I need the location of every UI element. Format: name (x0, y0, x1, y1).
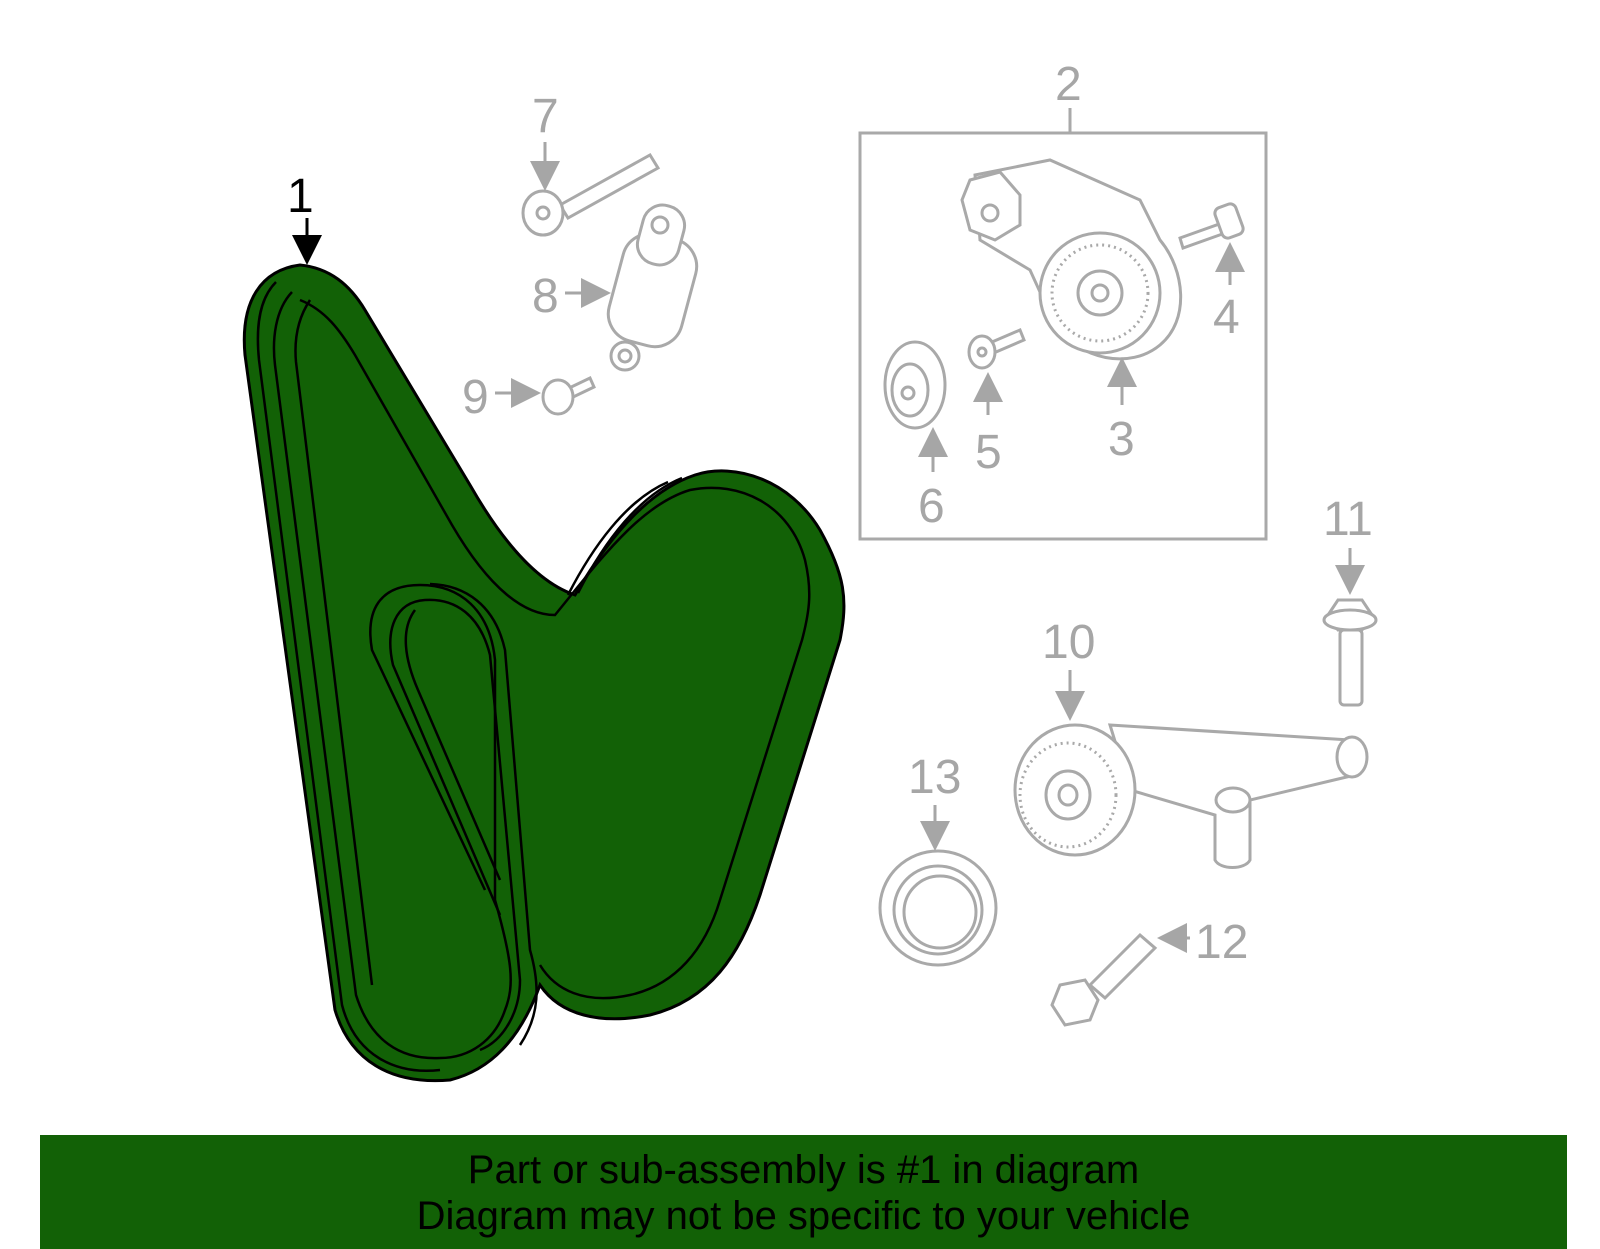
bolt-5[interactable] (967, 328, 1026, 370)
bolt-4[interactable] (1178, 202, 1245, 250)
callout-7: 7 (532, 90, 559, 143)
callout-10: 10 (1042, 616, 1095, 669)
banner-line-2: Diagram may not be specific to your vehi… (416, 1194, 1191, 1238)
banner-line-1: Part or sub-assembly is #1 in diagram (467, 1148, 1140, 1192)
bolt-7[interactable] (521, 152, 661, 237)
callout-4: 4 (1213, 291, 1240, 344)
callout-1: 1 (287, 170, 314, 223)
callout-13: 13 (908, 751, 961, 804)
callout-12: 12 (1195, 916, 1248, 969)
damper-8[interactable] (602, 201, 703, 372)
callout-2: 2 (1055, 58, 1082, 111)
idler-pulley-6[interactable] (883, 340, 947, 430)
tensioner-bracket-10[interactable] (1013, 723, 1369, 869)
tensioner-assembly[interactable] (960, 158, 1183, 361)
callout-9: 9 (462, 371, 489, 424)
callout-11: 11 (1323, 493, 1373, 546)
bolt-9[interactable] (541, 375, 596, 416)
info-banner: Part or sub-assembly is #1 in diagram Di… (40, 1135, 1567, 1249)
bolt-11[interactable] (1322, 598, 1378, 707)
serpentine-belt[interactable] (242, 263, 846, 1083)
callout-3: 3 (1108, 413, 1135, 466)
callout-8: 8 (532, 270, 559, 323)
bolt-12[interactable] (1050, 932, 1158, 1027)
idler-pulley-13[interactable] (878, 849, 998, 967)
callout-5: 5 (975, 426, 1002, 479)
callout-6: 6 (918, 480, 945, 533)
